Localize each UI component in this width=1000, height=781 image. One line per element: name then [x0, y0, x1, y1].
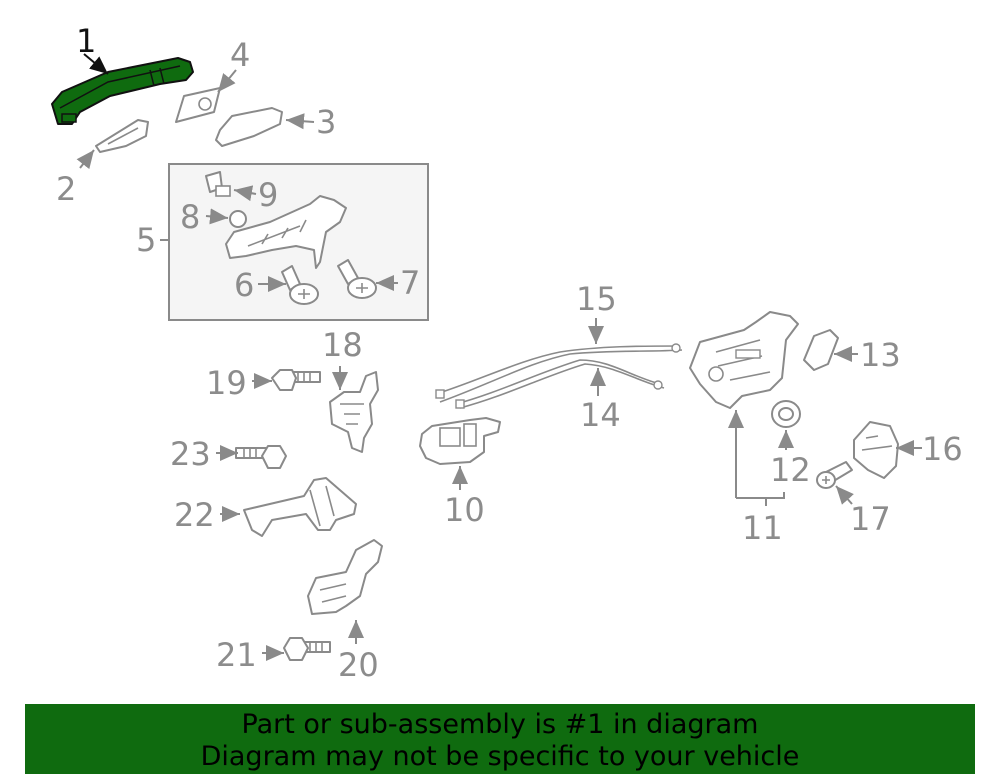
part-16-striker — [853, 421, 899, 479]
callout-20: 20 — [338, 646, 379, 684]
part-2-handle-pad — [95, 119, 149, 153]
leader-line-11b — [736, 492, 785, 499]
callout-22: 22 — [174, 496, 215, 534]
banner-line-2: Diagram may not be specific to your vehi… — [200, 741, 800, 772]
callout-1: 1 — [76, 22, 96, 60]
callout-11: 11 — [742, 509, 783, 547]
callout-8: 8 — [180, 198, 200, 236]
callout-13: 13 — [860, 336, 901, 374]
part-20-hinge — [307, 539, 383, 615]
callout-5: 5 — [136, 221, 156, 259]
callout-7: 7 — [400, 264, 420, 302]
part-21-bolt — [283, 637, 331, 661]
callout-19: 19 — [206, 364, 247, 402]
part-17-screw — [816, 461, 853, 489]
callout-12: 12 — [770, 451, 811, 489]
part-12-grommet — [771, 400, 801, 428]
part-19-bolt — [271, 369, 321, 391]
part-4-handle-gasket — [175, 87, 221, 123]
leader-line-2 — [76, 149, 95, 170]
leader-line-3 — [285, 113, 315, 130]
part-6-screw — [281, 265, 319, 305]
leader-line-4 — [217, 69, 237, 93]
leader-line-17 — [835, 485, 854, 505]
callout-21: 21 — [216, 636, 257, 674]
part-10-inner-handle — [419, 417, 501, 465]
part-22-door-check — [243, 477, 357, 537]
part-11-lock-assembly — [689, 311, 799, 409]
part-8-cap — [229, 210, 247, 228]
callout-4: 4 — [230, 36, 250, 74]
info-banner: Part or sub-assembly is #1 in diagram Di… — [25, 704, 975, 774]
callout-10: 10 — [444, 491, 485, 529]
part-5-handle-frame — [225, 195, 347, 269]
callout-16: 16 — [922, 430, 963, 468]
leader-line-9 — [233, 185, 257, 202]
part-1-outer-handle[interactable] — [51, 57, 194, 125]
part-9-clip — [205, 171, 231, 197]
callout-17: 17 — [850, 500, 891, 538]
part-23-bolt — [235, 445, 287, 469]
leader-line-1 — [83, 53, 109, 75]
parts-diagram: 1 2 3 4 5 9 8 6 — [51, 22, 963, 684]
part-13-cover — [803, 329, 839, 371]
callout-6: 6 — [234, 266, 254, 304]
callout-23: 23 — [170, 435, 211, 473]
callout-18: 18 — [322, 326, 363, 364]
part-15-14-cables — [435, 343, 683, 409]
callout-2: 2 — [56, 170, 76, 208]
callout-9: 9 — [258, 176, 278, 214]
banner-line-1: Part or sub-assembly is #1 in diagram — [241, 709, 759, 740]
part-3-handle-cap — [215, 107, 283, 147]
callout-14: 14 — [580, 396, 621, 434]
callout-3: 3 — [316, 103, 336, 141]
callout-15: 15 — [576, 280, 617, 318]
part-18-hinge — [329, 371, 379, 453]
leader-line-8 — [205, 208, 229, 225]
